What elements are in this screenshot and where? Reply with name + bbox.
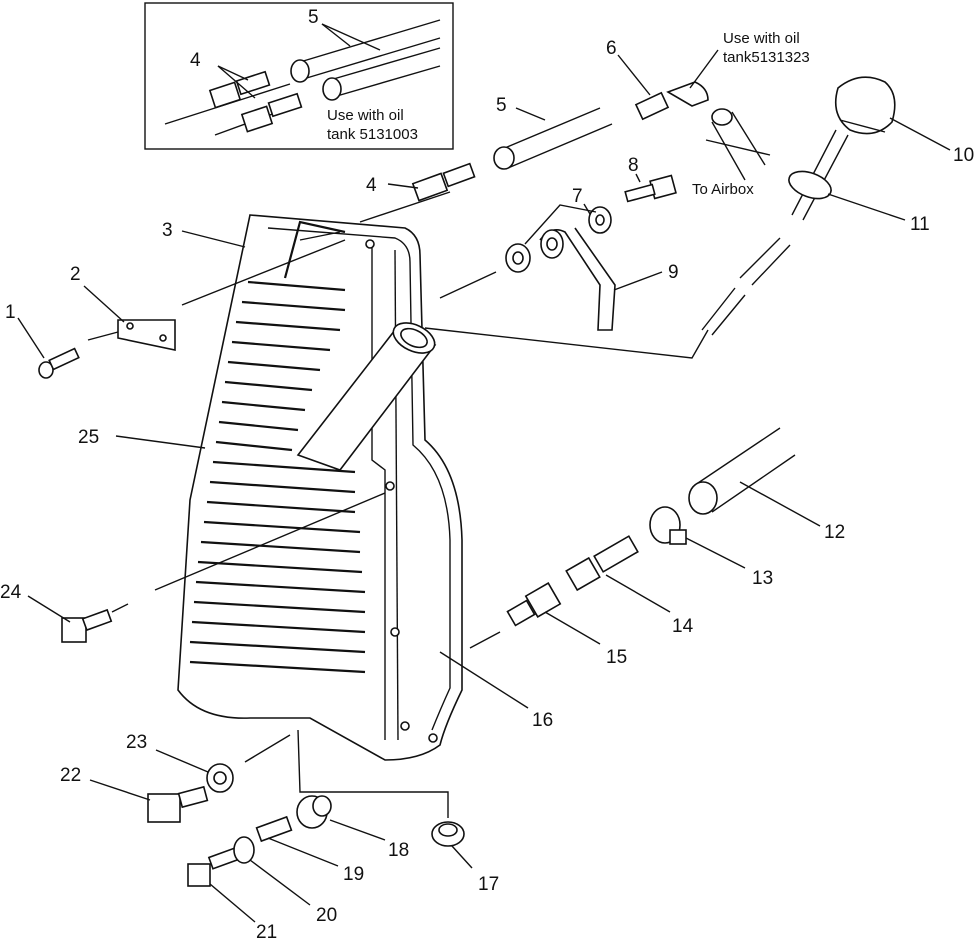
callout-5-inset: 5 [308,7,319,28]
spacer-19 [255,815,293,843]
oil-tank [177,214,463,761]
clamp-13 [649,506,687,545]
airbox-label: To Airbox [692,181,754,198]
hose-12 [688,427,796,515]
callout-11: 11 [910,214,930,235]
callout-25: 25 [78,427,99,448]
callout-12: 12 [824,522,845,543]
bracket-2 [117,319,176,351]
callout-23: 23 [126,732,147,753]
callout-20: 20 [316,905,337,926]
callout-14: 14 [672,616,694,637]
inset-fitting-b [240,92,303,133]
dipstick [701,76,896,336]
bolt-21 [187,846,243,887]
inset-box: Use with oil tank 5131003 [144,2,454,150]
callout-15: 15 [606,647,627,668]
inset-note-line1: Use with oil [327,107,404,124]
grommet-18 [296,795,332,829]
callout-2: 2 [70,264,81,285]
callout-18: 18 [388,840,409,861]
callout-19: 19 [343,864,364,885]
fitting-14 [565,535,639,592]
bolt-24 [61,608,113,643]
drain-bolt-22 [147,785,209,823]
filler-neck [296,322,437,471]
callout-17: 17 [478,874,499,895]
fitting-4 [411,162,476,202]
banjo-line-9 [539,227,616,331]
screw-1 [38,347,80,379]
callout-1: 1 [5,302,16,323]
vent-hose [493,107,613,170]
top-note-line2: tank5131323 [723,49,810,66]
washers-7 [505,206,612,273]
callout-4: 4 [366,175,377,196]
callout-6: 6 [606,38,617,59]
callout-numbers: 1 2 3 4 4 5 5 6 7 8 9 10 11 12 13 14 15 … [0,7,974,940]
callout-4-inset: 4 [190,50,201,71]
callout-24: 24 [0,582,22,603]
callout-22: 22 [60,765,81,786]
washer-23 [206,763,234,793]
callout-13: 13 [752,568,773,589]
tank-ribs [189,280,366,674]
callout-3: 3 [162,220,173,241]
inset-fitting-a [208,70,271,109]
leader-lines [17,49,951,923]
assembly-lines [87,191,709,818]
callout-7: 7 [572,186,583,207]
callout-8: 8 [628,155,639,176]
inset-note-line2: tank 5131003 [327,126,418,143]
callout-5: 5 [496,95,507,116]
washer-20 [233,836,255,864]
fitting-15 [506,582,562,627]
callout-9: 9 [668,262,679,283]
top-note-line1: Use with oil [723,30,800,47]
callout-16: 16 [532,710,553,731]
grommet-17 [431,821,465,847]
o-ring [788,170,832,200]
callout-21: 21 [256,922,277,940]
bolt-8 [624,174,677,203]
airbox-hose [705,108,771,181]
fitting-6 [634,81,709,121]
callout-10: 10 [953,145,974,166]
